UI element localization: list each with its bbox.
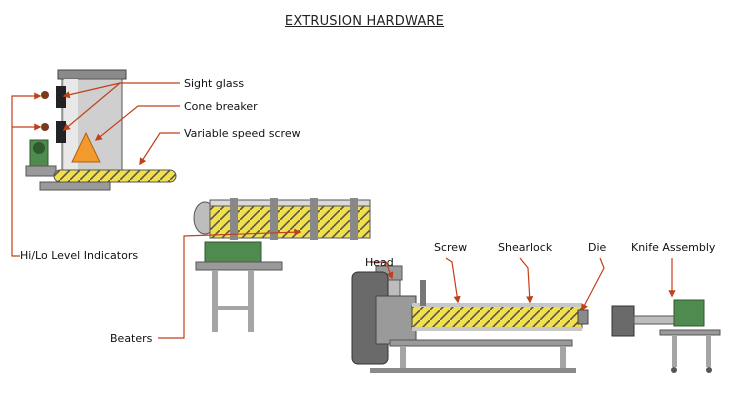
knife-assembly-label: Knife Assembly (631, 241, 716, 254)
head-leader (370, 261, 394, 280)
screw-label: Screw (434, 241, 468, 254)
variable-speed-screw-shape (39, 169, 177, 191)
variable-speed-screw-label: Variable speed screw (184, 127, 301, 140)
cone-breaker-shape (71, 131, 101, 163)
extruder (351, 265, 589, 373)
diagram-title: EXTRUSION HARDWARE (284, 14, 445, 29)
beaters-leader (158, 228, 302, 339)
die-label: Die (588, 241, 607, 254)
mixing-cylinder (193, 198, 371, 332)
leader-lines (11, 82, 676, 339)
beaters-label: Beaters (110, 332, 153, 345)
variable-speed-screw-leader (139, 132, 180, 166)
shearlock-label: Shearlock (498, 241, 553, 254)
knife-assembly-unit (611, 299, 721, 373)
hi-lo-level-indicators-label: Hi/Lo Level Indicators (20, 249, 139, 262)
cone-breaker-leader (94, 105, 180, 141)
die-leader (581, 257, 605, 312)
feeder-motor (25, 139, 57, 177)
cone-breaker-label: Cone breaker (184, 100, 258, 113)
shearlock-leader (519, 257, 534, 304)
sight-glass-label: Sight glass (184, 77, 245, 90)
hi-lo-leader (11, 92, 42, 257)
head-label: Head (365, 256, 394, 269)
sight-glass-leader-2 (62, 82, 121, 131)
screw-leader (445, 257, 461, 304)
